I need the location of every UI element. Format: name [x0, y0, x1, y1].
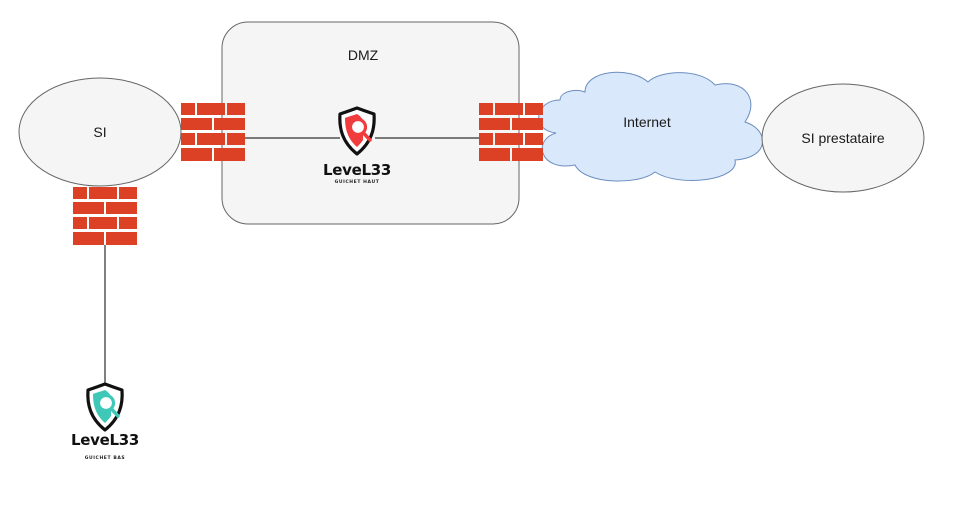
internet-label: Internet — [623, 114, 671, 130]
shield-magnifier-icon — [86, 382, 124, 432]
level33-bas-subtitle: GUICHET BAS — [85, 455, 126, 461]
si-prestataire-node[interactable]: SI prestataire — [761, 83, 925, 193]
shield-magnifier-icon — [338, 106, 376, 156]
level33-haut-subtitle: GUICHET HAUT — [335, 179, 380, 185]
si-prestataire-ellipse[interactable] — [761, 83, 925, 193]
si-prestataire-label: SI prestataire — [801, 130, 884, 146]
level33-guichet-haut[interactable]: LeveL33 GUICHET HAUT — [323, 106, 391, 185]
firewall-icon — [73, 187, 137, 245]
firewall-si-bottom[interactable] — [73, 187, 137, 245]
si-label: SI — [93, 124, 106, 140]
dmz-label: DMZ — [348, 47, 379, 63]
level33-guichet-bas[interactable]: LeveL33 GUICHET BAS — [71, 382, 139, 461]
level33-haut-title: LeveL33 — [323, 161, 391, 179]
level33-bas-title: LeveL33 — [71, 431, 139, 449]
si-node[interactable]: SI — [18, 77, 182, 187]
si-ellipse[interactable] — [18, 77, 182, 187]
internet-node[interactable]: Internet — [538, 71, 763, 182]
